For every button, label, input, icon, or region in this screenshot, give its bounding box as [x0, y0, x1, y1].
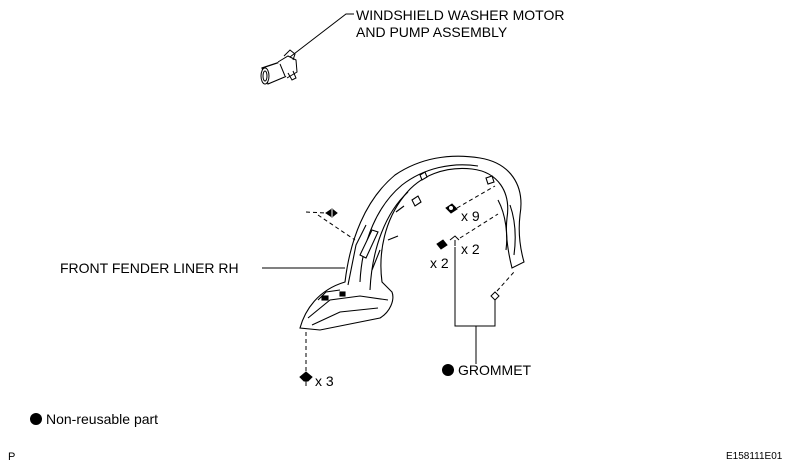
clip-upper-right-dashed-path — [456, 185, 496, 209]
bottom-clip — [299, 371, 313, 386]
clip-left-leader — [305, 211, 327, 214]
grommet-dashed-path — [496, 271, 515, 292]
footer-left-code: P — [8, 451, 16, 463]
legend-non-reusable-text: Non-reusable part — [46, 411, 159, 427]
clip-left-dashed-path — [317, 214, 356, 241]
grommet-label: GROMMET — [442, 362, 531, 379]
screw-right-qty: x 2 — [461, 241, 480, 257]
non-reusable-dot-icon — [442, 364, 454, 376]
front-fender-liner — [299, 155, 525, 331]
screw-left-qty: x 2 — [430, 255, 449, 271]
washer-leader-line — [289, 13, 354, 58]
washer-motor-pump-assembly — [260, 49, 298, 85]
grommet-bracket-line — [454, 247, 496, 327]
clip-upper-qty: x 9 — [461, 208, 480, 224]
legend-dot-icon — [30, 413, 42, 425]
grommet-label-text: GROMMET — [458, 362, 532, 378]
clip-upper-right — [445, 203, 458, 214]
grommet-pin — [490, 291, 500, 304]
washer-motor-label-line1: WINDSHIELD WASHER MOTOR — [356, 7, 565, 23]
washer-motor-label-line2: AND PUMP ASSEMBLY — [356, 24, 508, 40]
footer-right-code: E158111E01 — [726, 451, 783, 462]
bottom-clip-qty: x 3 — [315, 373, 334, 389]
legend-non-reusable: Non-reusable part — [30, 411, 158, 428]
screw-dashed-path — [459, 213, 499, 239]
fender-liner-label: FRONT FENDER LINER RH — [60, 260, 239, 276]
screw-left — [436, 239, 448, 250]
screw-right — [449, 235, 460, 246]
clip-left — [325, 208, 338, 218]
